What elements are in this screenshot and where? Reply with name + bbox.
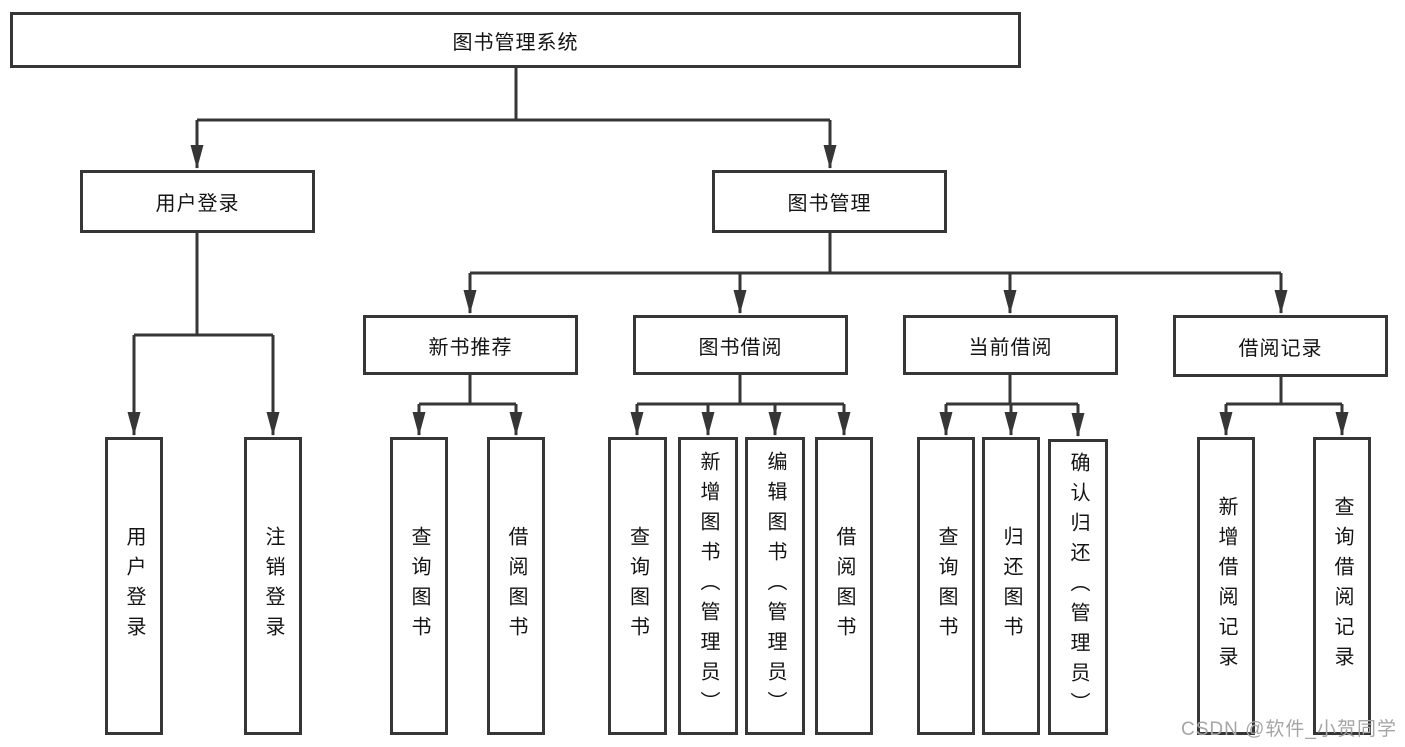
leaf-confirm-return-admin: 确认归还（管理员）	[1048, 439, 1108, 735]
leaf-borrow-books: 借阅图书	[815, 437, 873, 735]
node-book-management: 图书管理	[712, 170, 947, 233]
leaf-add-books-admin: 新增图书（管理员）	[678, 437, 738, 735]
leaf-query-books-current: 查询图书	[917, 437, 975, 735]
leaf-user-login: 用户登录	[105, 437, 163, 735]
leaf-query-borrow-record: 查询借阅记录	[1313, 437, 1371, 735]
node-borrow-record: 借阅记录	[1173, 315, 1388, 377]
leaf-return-books: 归还图书	[982, 437, 1040, 735]
node-book-borrow: 图书借阅	[633, 315, 848, 375]
csdn-watermark: CSDN @软件_小贺同学	[1181, 719, 1397, 740]
leaf-edit-books-admin: 编辑图书（管理员）	[745, 437, 805, 735]
node-library-management-system: 图书管理系统	[10, 12, 1021, 68]
leaf-query-books-recommend: 查询图书	[390, 437, 448, 735]
node-user-login: 用户登录	[80, 170, 315, 233]
node-current-borrow: 当前借阅	[903, 315, 1118, 375]
leaf-add-borrow-record: 新增借阅记录	[1197, 437, 1255, 735]
leaf-logout: 注销登录	[244, 437, 302, 735]
node-new-book-recommend: 新书推荐	[363, 315, 578, 375]
leaf-borrow-books-recommend: 借阅图书	[487, 437, 545, 735]
leaf-query-books-borrow: 查询图书	[608, 437, 667, 735]
